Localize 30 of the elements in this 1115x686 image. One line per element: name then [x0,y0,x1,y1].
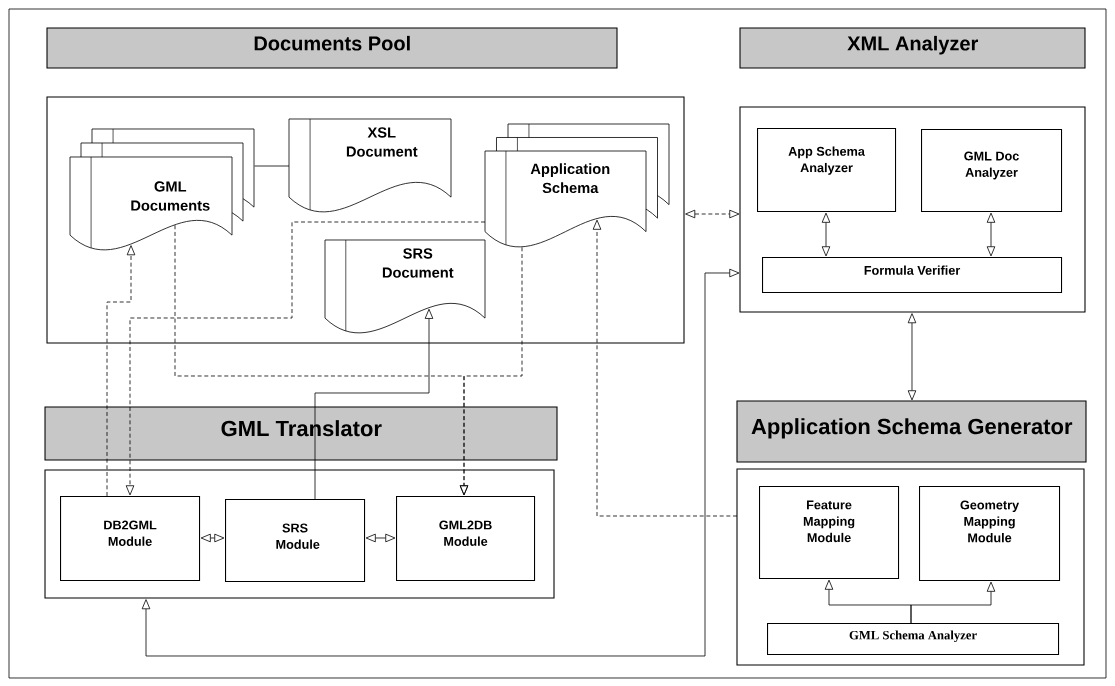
arrow [986,212,996,257]
arrow [200,533,225,543]
module-box: Feature Mapping Module [759,486,900,580]
arrow [685,209,740,219]
node-label: GML Translator [221,420,382,437]
arrow [106,245,136,497]
arrow [459,246,523,496]
module-box: GML Doc Analyzer [921,129,1063,213]
arrow [314,308,434,500]
module-box: SRS Module [225,499,366,583]
module-box: GML Schema Analyzer [767,623,1060,656]
node-label: Application Schema Generator [751,418,1073,439]
node-label: XML Analyzer [847,35,979,55]
arrow [907,313,917,401]
document-stack: XSL Document [288,118,452,212]
module-box: Geometry Mapping Module [919,486,1061,582]
module-box: DB2GML Module [60,496,201,582]
node-label: Documents Pool [254,35,410,51]
document-stack: SRS Document [324,239,486,333]
arrow [125,221,486,496]
document-stack: GML Documents [69,128,255,250]
arrow [365,533,396,543]
module-box: App Schema Analyzer [757,128,897,213]
arrow [592,219,738,517]
arrow [141,268,740,657]
module-box: GML2DB Module [396,496,536,582]
arrow [821,212,831,257]
module-box: Formula Verifier [762,257,1063,294]
document-stack: Application Schema [484,123,670,247]
arrow [910,581,996,624]
